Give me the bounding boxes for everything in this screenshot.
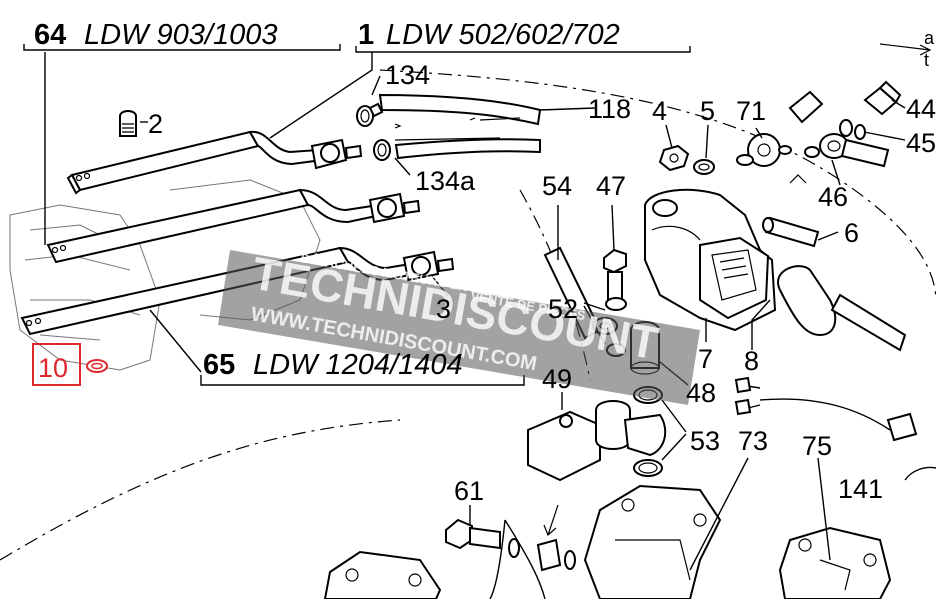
label-part-61: 61 (454, 476, 484, 506)
label-part-118: 118 (588, 94, 631, 124)
header-ldw-1204-1404: 65 LDW 1204/1404 (203, 349, 463, 381)
wire-part-141 (734, 376, 936, 481)
solenoid-part-49 (527, 400, 667, 482)
watermark: TECHNIDISCOUNT VENTE DE PIÈCES DÉTACHÉES… (218, 247, 700, 405)
check-valve-bottom (402, 250, 455, 282)
header-mid-number: 1 (358, 19, 374, 51)
bracket-part-73 (583, 484, 722, 599)
bracket-part-75 (778, 526, 892, 599)
dashed-guide-curve-lower (0, 419, 401, 561)
pipe-part-46 (804, 133, 890, 168)
header-ldw-502-602-702: 1 LDW 502/602/702 (358, 19, 620, 51)
washer-part-45 (839, 119, 866, 140)
nut-part-4 (658, 144, 690, 172)
bolt-part-2 (119, 110, 137, 137)
bolt-part-47 (603, 248, 627, 301)
label-corner-t: t (924, 50, 929, 70)
check-valve-top (310, 138, 363, 170)
seal-loop-part-8 (777, 265, 907, 352)
header-ldw-903-1003: 64 LDW 903/1003 (34, 19, 277, 51)
label-part-44: 44 (906, 94, 936, 124)
label-part-75: 75 (802, 431, 832, 461)
label-part-49: 49 (542, 364, 572, 394)
label-part-4: 4 (652, 96, 667, 126)
clamp-part-134a (373, 138, 541, 161)
check-valve-middle (368, 192, 421, 224)
label-part-6: 6 (844, 218, 859, 248)
watermark-band (218, 250, 700, 405)
label-part-73: 73 (738, 426, 768, 456)
dashed-guide-curve (379, 69, 936, 301)
label-corner-a: a (924, 28, 935, 48)
washer-part-5 (693, 159, 715, 175)
label-part-53: 53 (690, 426, 720, 456)
header-mid-text: LDW 502/602/702 (386, 19, 620, 51)
label-part-7: 7 (698, 344, 713, 374)
pump-part-7 (644, 188, 777, 332)
label-part-8: 8 (744, 346, 759, 376)
o-ring-part-10 (86, 359, 108, 373)
label-part-48: 48 (686, 378, 716, 408)
label-part-54: 54 (542, 171, 572, 201)
label-part-52: 52 (548, 294, 578, 324)
label-part-10: 10 (38, 353, 68, 383)
header-left-number: 64 (34, 19, 66, 51)
label-part-47: 47 (596, 171, 626, 201)
label-part-134: 134 (385, 60, 430, 90)
label-part-141: 141 (838, 474, 883, 504)
header-bottom-number: 65 (203, 349, 235, 381)
clamp-part-134 (356, 102, 384, 127)
label-part-134a: 134a (415, 166, 476, 196)
label-part-71: 71 (736, 96, 766, 126)
label-part-46: 46 (818, 182, 848, 212)
flow-arrows (543, 43, 932, 537)
hose-part-118 (378, 93, 542, 141)
banjo-part-71 (736, 90, 824, 167)
bolt-part-61 (445, 518, 576, 572)
rail-top (66, 130, 324, 195)
label-part-3: 3 (436, 294, 451, 324)
header-left-text: LDW 903/1003 (84, 19, 277, 51)
pin-part-6 (762, 216, 820, 248)
header-bottom-text: LDW 1204/1404 (253, 349, 463, 381)
fitting-part-44 (863, 80, 902, 116)
label-part-45: 45 (906, 128, 936, 158)
label-part-2: 2 (148, 109, 163, 139)
label-part-5: 5 (700, 96, 715, 126)
bracket-bottom-left (323, 550, 442, 599)
rail-middle (46, 188, 378, 264)
highlight-box-part-10 (32, 343, 81, 386)
